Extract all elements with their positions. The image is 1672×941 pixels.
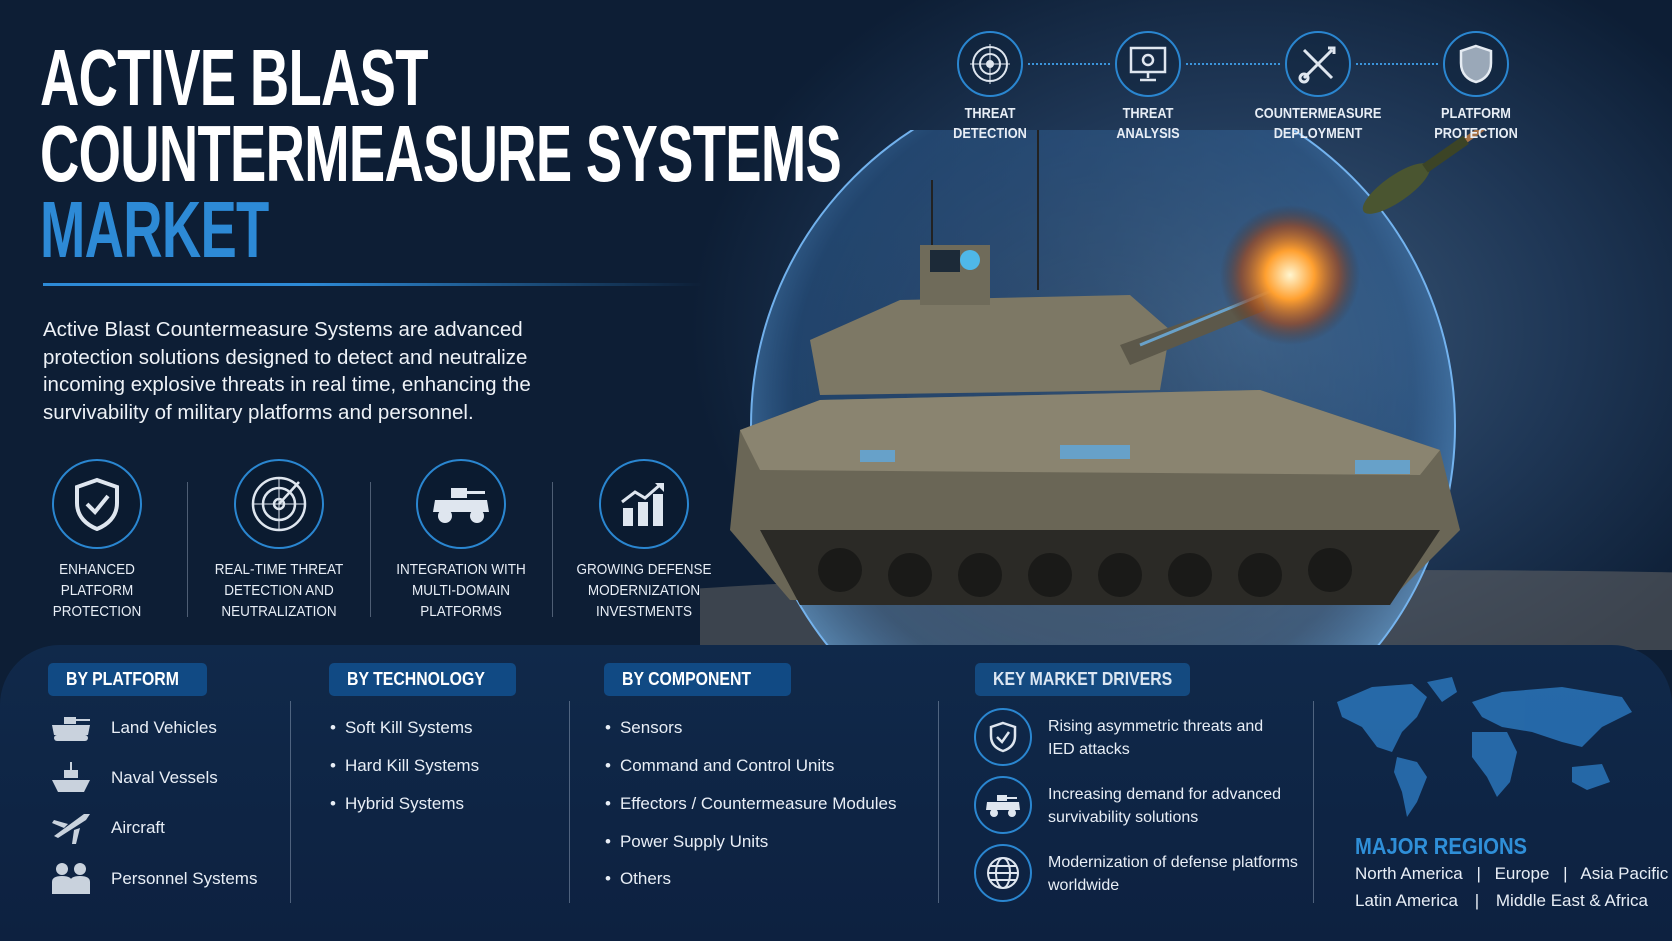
tank-dome-illustration xyxy=(700,130,1672,650)
people-icon xyxy=(52,863,90,894)
technology-item: Hard Kill Systems xyxy=(330,756,479,776)
shield-check-icon xyxy=(974,708,1032,766)
feature-label: Growing DefenseModernizationInvestments xyxy=(576,561,712,620)
technology-item: Hybrid Systems xyxy=(330,794,464,814)
world-map xyxy=(1337,677,1632,817)
divider xyxy=(569,701,570,903)
armored-vehicle-icon xyxy=(416,459,506,549)
title-line-3: MARKET xyxy=(40,185,269,274)
component-item: Power Supply Units xyxy=(605,832,768,852)
feature-label: Integration withMulti-DomainPlatforms xyxy=(396,561,526,620)
technology-item: Soft Kill Systems xyxy=(330,718,473,738)
title-underline xyxy=(43,283,703,286)
platform-item: Personnel Systems xyxy=(111,869,258,888)
component-item: Others xyxy=(605,869,671,889)
aircraft-icon xyxy=(52,814,90,844)
major-regions-title: MAJOR REGIONS xyxy=(1355,833,1528,859)
component-item: Command and Control Units xyxy=(605,756,834,776)
component-item: Sensors xyxy=(605,718,682,738)
separator: | xyxy=(1474,891,1480,910)
regions-row: North America | Europe | Asia Pacific xyxy=(1355,864,1668,884)
radar-target-icon xyxy=(234,459,324,549)
armored-vehicle-icon xyxy=(974,776,1032,834)
separator: | xyxy=(1476,864,1481,883)
platform-item: Naval Vessels xyxy=(111,768,218,787)
divider xyxy=(938,701,939,903)
tank-icon xyxy=(52,717,90,741)
target-icon xyxy=(957,31,1023,97)
globe-icon xyxy=(974,844,1032,902)
platform-item: Land Vehicles xyxy=(111,718,217,737)
description-line: incoming explosive threats in real time,… xyxy=(43,373,531,396)
feature-label: Real-Time ThreatDetection andNeutralizat… xyxy=(214,561,344,620)
ship-icon xyxy=(52,762,90,792)
flow-connector xyxy=(1028,63,1110,65)
description: Active Blast Countermeasure Systems are … xyxy=(43,316,531,426)
feature-label: EnhancedPlatformProtection xyxy=(52,561,142,620)
divider xyxy=(187,482,188,617)
region-item: Middle East & Africa xyxy=(1495,891,1649,910)
key-market-drivers-header: KEY MARKET DRIVERS xyxy=(975,663,1190,696)
growth-chart-icon xyxy=(599,459,689,549)
divider xyxy=(1313,701,1314,903)
region-item: Asia Pacific xyxy=(1580,864,1669,883)
monitor-icon xyxy=(1115,31,1181,97)
component-item: Effectors / Countermeasure Modules xyxy=(605,794,897,814)
title-line-1: ACTIVE BLAST xyxy=(40,33,428,122)
description-line: survivability of military platforms and … xyxy=(43,400,474,424)
crossed-tools-icon xyxy=(1285,31,1351,97)
divider xyxy=(290,701,291,903)
title-line-2: COUNTERMEASURE SYSTEMS xyxy=(40,109,842,198)
flow-connector xyxy=(1356,63,1438,65)
by-component-header: BY COMPONENT xyxy=(604,663,791,696)
by-technology-header: BY TECHNOLOGY xyxy=(329,663,516,696)
region-item: Latin America xyxy=(1355,891,1458,910)
regions-row: Latin America | Middle East & Africa xyxy=(1355,891,1648,911)
divider xyxy=(552,482,553,617)
shield-check-icon xyxy=(52,459,142,549)
flow-connector xyxy=(1186,63,1280,65)
platform-item: Aircraft xyxy=(111,818,165,837)
page-title: ACTIVE BLAST COUNTERMEASURE SYSTEMS MARK… xyxy=(40,33,842,274)
region-item: Europe xyxy=(1494,864,1550,883)
divider xyxy=(370,482,371,617)
description-line: protection solutions designed to detect … xyxy=(43,345,528,369)
shield-icon xyxy=(1443,31,1509,97)
by-platform-header: BY PLATFORM xyxy=(48,663,207,696)
description-line: Active Blast Countermeasure Systems are … xyxy=(43,318,523,341)
region-item: North America xyxy=(1355,864,1463,883)
separator: | xyxy=(1563,864,1568,883)
